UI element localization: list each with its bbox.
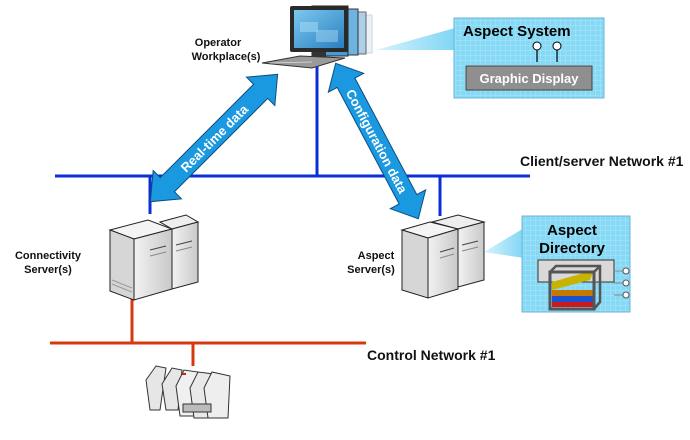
aspect-server-label-1: Aspect (358, 250, 395, 262)
client-server-network-label: Client/server Network #1 (520, 153, 684, 169)
configuration-data-arrow: Configuration data (327, 62, 427, 220)
server-tower-front (108, 219, 174, 301)
connectivity-server-label-2: Server(s) (24, 264, 72, 276)
database-cube-icon (548, 264, 602, 311)
control-network (50, 292, 366, 366)
operator-workplace-label-1: Operator (195, 37, 242, 49)
connectivity-server (108, 214, 200, 301)
aspect-directory-beam (484, 228, 524, 258)
graphic-display-box (465, 65, 593, 91)
connector-lollipop (622, 267, 630, 275)
configuration-data-label: Configuration data (343, 87, 411, 197)
connector-lollipop (622, 291, 630, 299)
db-layer-yellow (552, 270, 594, 290)
client-server-network (55, 62, 530, 216)
connector-lollipop (622, 279, 630, 287)
monitor-stand (312, 52, 326, 58)
aspect-server-label-2: Server(s) (347, 264, 395, 276)
db-layer-red (552, 302, 594, 307)
control-network-label: Control Network #1 (367, 347, 496, 363)
connector-lollipop-2 (552, 41, 562, 51)
aspect-directory-title-2: Directory (539, 240, 606, 257)
connectivity-server-label-1: Connectivity (15, 250, 82, 262)
aspect-system-title: Aspect System (463, 23, 571, 40)
operator-workplace (261, 5, 373, 69)
aspect-system-callout: Aspect System Graphic Display (376, 17, 605, 99)
server-tower-rear (158, 214, 200, 290)
controller-hardware (145, 365, 231, 419)
connector-lollipop-1 (532, 41, 542, 51)
realtime-data-label: Real-time data (178, 101, 252, 175)
server-tower-front (400, 221, 460, 299)
aspect-directory-title-1: Aspect (547, 222, 597, 239)
operator-workplace-label-2: Workplace(s) (192, 51, 261, 63)
graphic-display-label: Graphic Display (480, 71, 580, 86)
db-layer-orange (552, 290, 594, 296)
aspect-system-beam (376, 28, 455, 50)
aspect-server (400, 214, 524, 299)
server-tower-rear (430, 214, 486, 288)
aspect-directory-callout: Aspect Directory (521, 215, 631, 313)
realtime-data-arrow: Real-time data (149, 73, 279, 203)
db-layer-blue (552, 296, 594, 302)
directory-connectors (614, 267, 630, 299)
